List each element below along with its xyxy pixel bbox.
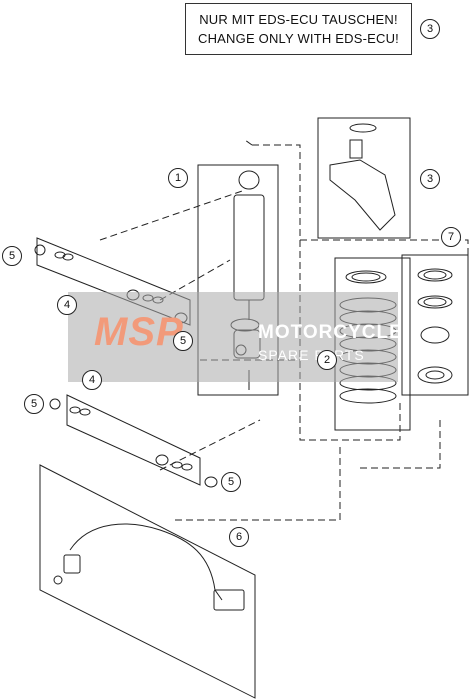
- harness-frame: [39, 464, 256, 699]
- watermark-sub: SPARE PARTS: [258, 347, 365, 363]
- ecu-unit: [329, 159, 396, 231]
- watermark-logo: MSP: [94, 310, 184, 354]
- shock-eye-top: [238, 170, 260, 190]
- callout-4-lower[interactable]: 4: [82, 370, 102, 390]
- callout-5-upper-right[interactable]: 5: [173, 331, 193, 351]
- watermark-brand: MOTORCYCLE: [258, 322, 403, 343]
- warning-line-en: CHANGE ONLY WITH EDS-ECU!: [198, 31, 399, 46]
- callout-5-lower-right[interactable]: 5: [221, 472, 241, 492]
- callout-1-shock[interactable]: 1: [168, 168, 188, 188]
- shock-body: [233, 194, 265, 301]
- seat-kit-frame: [401, 254, 469, 396]
- warning-box: NUR MIT EDS-ECU TAUSCHEN! CHANGE ONLY WI…: [185, 3, 412, 55]
- callout-2-spring[interactable]: 2: [317, 350, 337, 370]
- callout-5-upper-left[interactable]: 5: [2, 246, 22, 266]
- callout-5-lower-left[interactable]: 5: [24, 394, 44, 414]
- callout-3-ecu[interactable]: 3: [420, 169, 440, 189]
- callout-4-upper[interactable]: 4: [57, 295, 77, 315]
- callout-7-seat-kit[interactable]: 7: [441, 227, 461, 247]
- ecu-frame: [317, 117, 411, 239]
- harness-cable: [69, 523, 223, 601]
- bushing-frame-lower: [66, 394, 201, 486]
- watermark: MSP MOTORCYCLE SPARE PARTS: [68, 292, 402, 382]
- warning-line-de: NUR MIT EDS-ECU TAUSCHEN!: [199, 12, 398, 27]
- callout-3-warning[interactable]: 3: [420, 19, 440, 39]
- callout-6-harness[interactable]: 6: [229, 527, 249, 547]
